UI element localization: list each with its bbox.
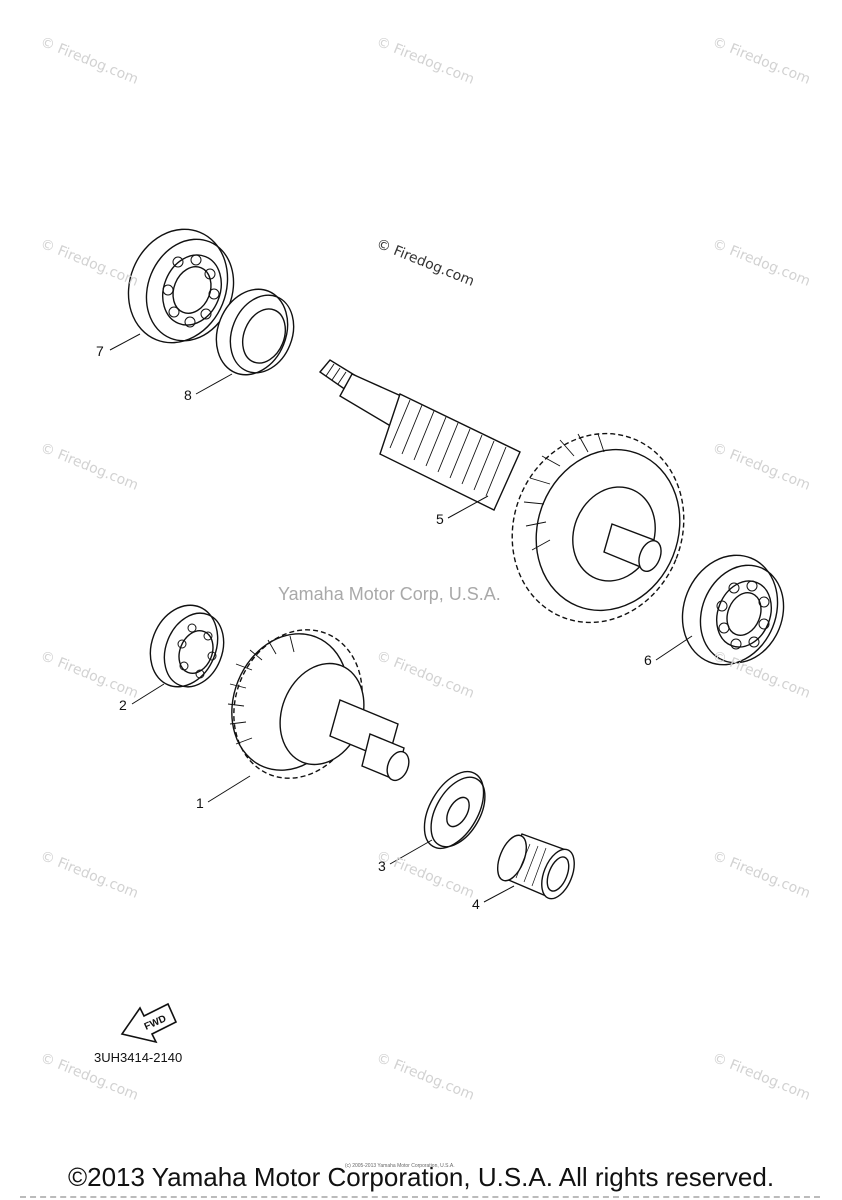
center-watermark: Yamaha Motor Corp, U.S.A. xyxy=(278,584,501,604)
fwd-arrow: FWD xyxy=(120,1002,178,1044)
part-5-shaft-drawing xyxy=(318,359,685,624)
part-7-bearing-drawing xyxy=(127,228,235,344)
leader-lines xyxy=(109,333,693,903)
callout-5: 5 xyxy=(436,511,444,527)
callout-7: 7 xyxy=(96,343,104,359)
part-8-bearing-drawing xyxy=(215,288,295,376)
diagram-code: 3UH3414-2140 xyxy=(94,1050,183,1065)
callout-8: 8 xyxy=(184,387,192,403)
part-2-bearing-drawing xyxy=(149,604,225,688)
callout-2: 2 xyxy=(119,697,127,713)
part-4-needle-bearing-drawing xyxy=(496,833,575,900)
part-1-gear-drawing xyxy=(227,629,410,782)
bottom-divider xyxy=(20,1196,820,1198)
copyright-notice: ©2013 Yamaha Motor Corporation, U.S.A. A… xyxy=(67,1162,775,1192)
tiny-notice: (c) 2005-2013 Yamaha Motor Corporation, … xyxy=(345,1163,455,1169)
callout-1: 1 xyxy=(196,795,204,811)
part-6-bearing-drawing xyxy=(681,554,785,666)
callout-6: 6 xyxy=(644,652,652,668)
callout-3: 3 xyxy=(378,858,386,874)
part-3-washer-drawing xyxy=(423,770,486,850)
callout-4: 4 xyxy=(472,896,480,912)
